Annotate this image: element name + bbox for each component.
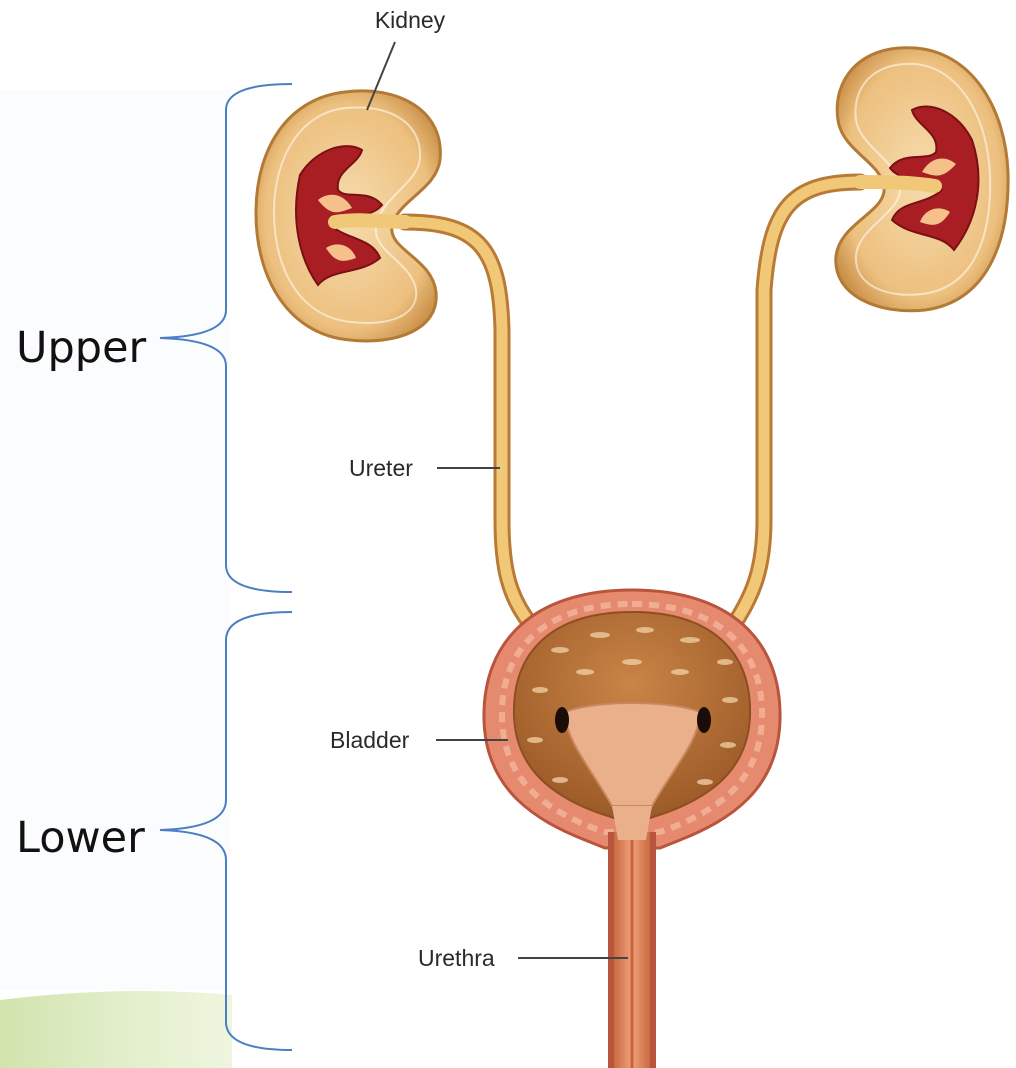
lower-region-label: Lower bbox=[16, 813, 145, 863]
upper-region-label: Upper bbox=[16, 323, 147, 373]
right-ureteral-orifice bbox=[697, 707, 711, 733]
background-accent bbox=[0, 90, 232, 1068]
kidney-label: Kidney bbox=[375, 7, 446, 33]
urethra bbox=[608, 806, 656, 1068]
bladder-label: Bladder bbox=[330, 727, 410, 753]
urethra-label: Urethra bbox=[418, 945, 495, 971]
left-ureteral-orifice bbox=[555, 707, 569, 733]
ureter-label: Ureter bbox=[349, 455, 413, 481]
right-kidney bbox=[836, 48, 1008, 311]
